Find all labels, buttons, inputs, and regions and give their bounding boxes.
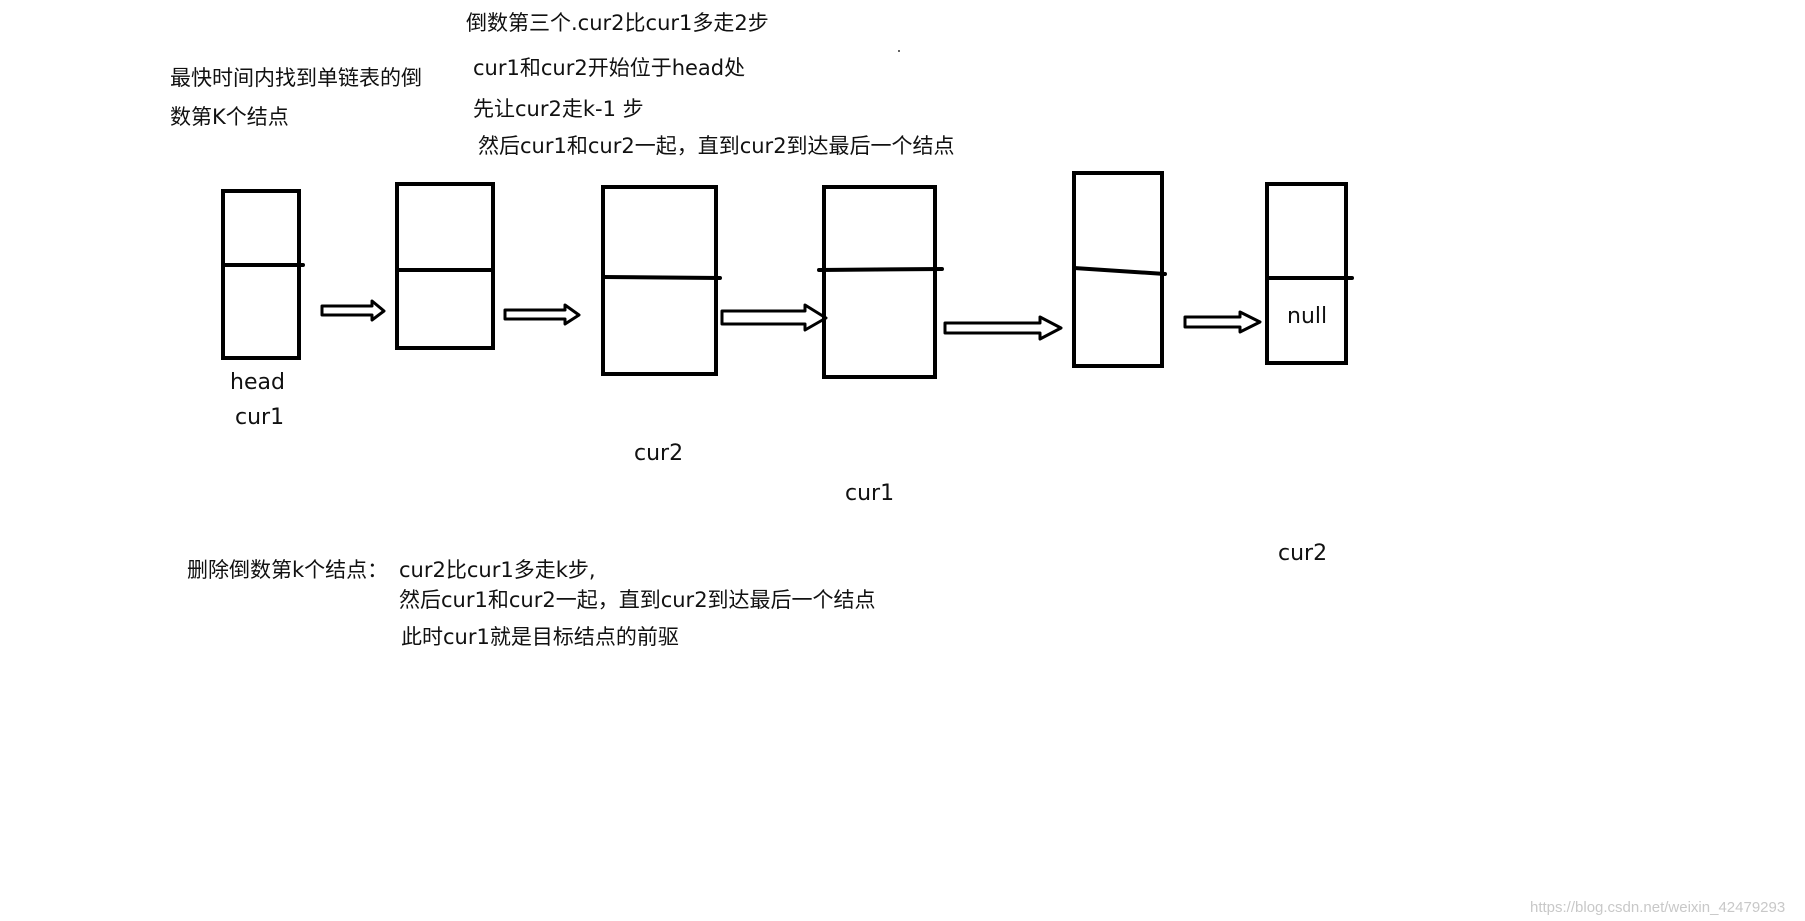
list-node-3: [601, 185, 718, 376]
list-node-6: [1265, 182, 1348, 365]
list-node-1: [221, 189, 301, 360]
top-note-line-3: 先让cur2走k-1 步: [473, 97, 644, 121]
arrow-1: [320, 299, 386, 322]
stray-dot: [898, 50, 900, 52]
label-cur1-start: cur1: [235, 405, 285, 430]
left-note-line-2: 数第K个结点: [170, 105, 289, 129]
list-node-5-divider: [1072, 266, 1167, 276]
arrow-2: [503, 303, 581, 326]
left-note-line-1: 最快时间内找到单链表的倒: [170, 66, 422, 90]
label-head: head: [230, 370, 285, 395]
top-note-line-1: 倒数第三个.cur2比cur1多走2步: [466, 11, 769, 35]
list-node-4-divider: [817, 267, 944, 272]
bottom-note-line-3: 此时cur1就是目标结点的前驱: [401, 625, 679, 649]
list-node-4: [822, 185, 937, 379]
label-cur1-mid: cur1: [845, 481, 895, 506]
list-node-2: [395, 182, 495, 350]
bottom-note-line-1: cur2比cur1多走k步,: [399, 558, 596, 582]
arrow-4: [943, 315, 1063, 341]
list-node-3-divider: [601, 275, 722, 280]
watermark: https://blog.csdn.net/weixin_42479293: [1530, 899, 1786, 916]
arrow-3: [720, 303, 828, 332]
top-note-line-4: 然后cur1和cur2一起，直到cur2到达最后一个结点: [478, 134, 955, 158]
label-cur2-mid: cur2: [634, 441, 684, 466]
bottom-note-line-2: 然后cur1和cur2一起，直到cur2到达最后一个结点: [399, 588, 876, 612]
top-note-line-2: cur1和cur2开始位于head处: [473, 56, 746, 80]
label-null: null: [1287, 304, 1328, 329]
bottom-note-title: 删除倒数第k个结点：: [187, 558, 389, 582]
label-cur2-end: cur2: [1278, 541, 1328, 566]
arrow-5: [1183, 310, 1262, 334]
